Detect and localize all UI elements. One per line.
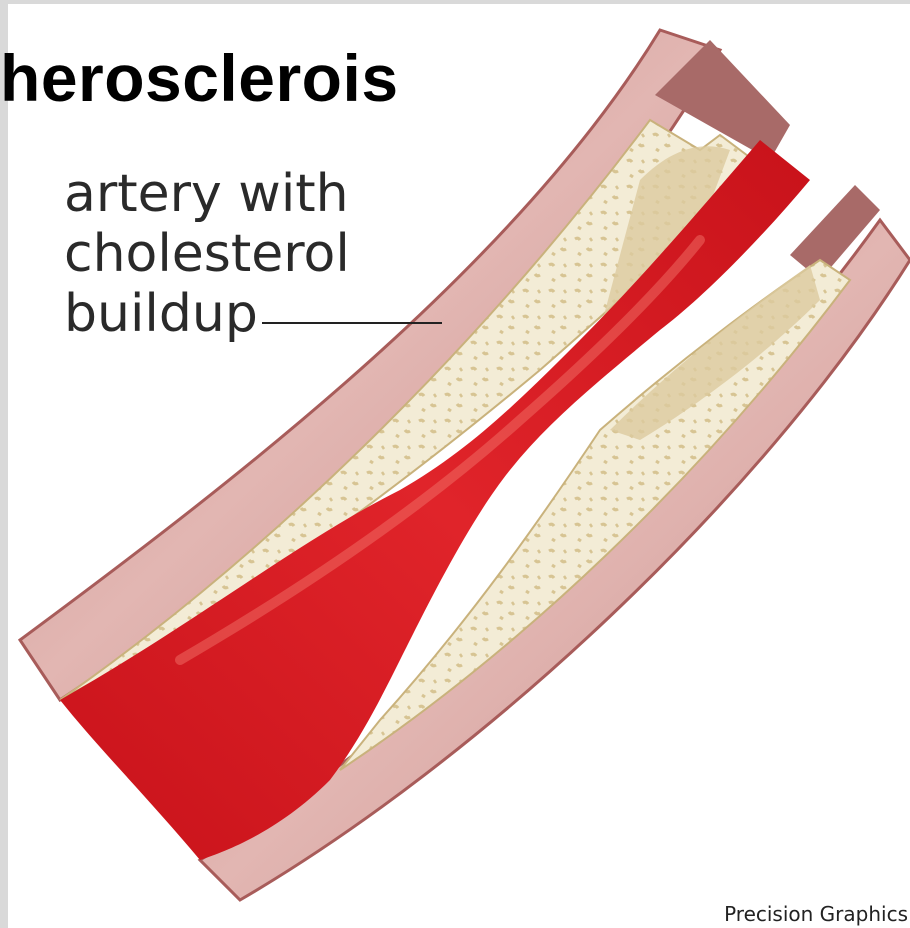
image-credit: Precision Graphics (724, 902, 908, 926)
page-title: herosclerois (0, 40, 399, 116)
label-line-3: buildup (64, 284, 350, 344)
artery-label: artery with cholesterol buildup (64, 164, 350, 344)
label-line-1: artery with (64, 164, 350, 224)
label-line-2: cholesterol (64, 224, 350, 284)
